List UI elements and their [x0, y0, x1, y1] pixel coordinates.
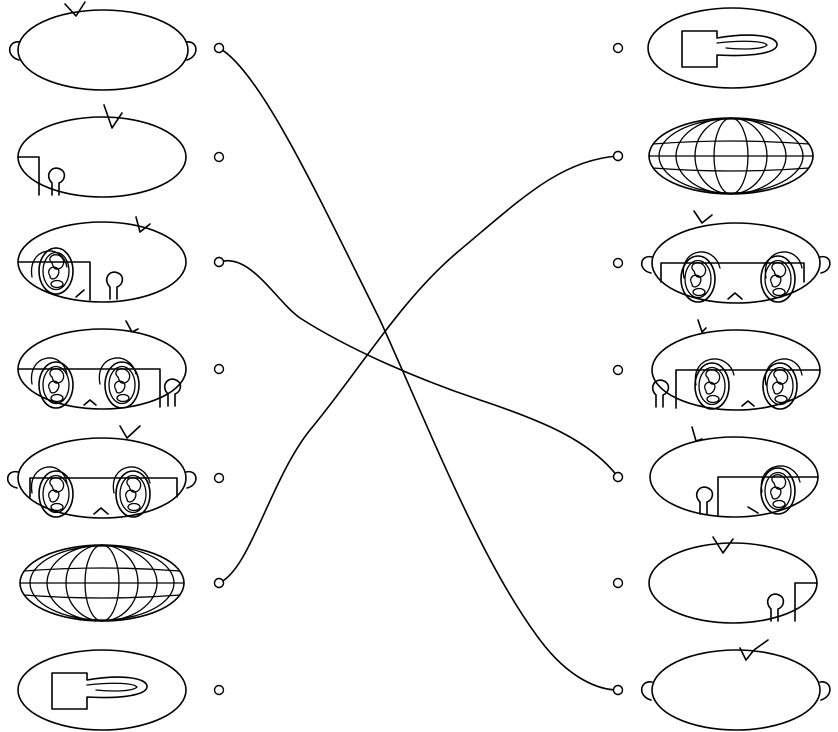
right-item-4 [651, 319, 821, 411]
left-anchor-dot-5[interactable] [213, 472, 225, 484]
oval-face-two-eyes-ears-icon [651, 222, 821, 304]
oval-face-with-ears-icon [17, 9, 189, 91]
left-item-1 [8, 1, 197, 91]
striped-globe-icon [19, 544, 185, 622]
left-anchor-dot-7[interactable] [213, 684, 225, 696]
right-item-1 [647, 7, 817, 89]
right-item-6 [648, 536, 818, 624]
right-item-3 [640, 210, 831, 304]
left-item-3 [17, 216, 187, 303]
right-anchor-dot-4[interactable] [612, 364, 624, 376]
left-item-5 [6, 425, 197, 519]
right-anchor-dot-3[interactable] [612, 257, 624, 269]
right-anchor-dot-6[interactable] [612, 577, 624, 589]
striped-globe-icon [648, 117, 814, 195]
oval-with-p-shape-icon [17, 649, 187, 731]
connection-line-left3-right5 [218, 259, 619, 478]
left-item-2 [17, 104, 187, 198]
connection-line-left6-right2 [218, 155, 619, 584]
right-anchor-dot-5-top[interactable] [612, 471, 624, 483]
right-item-5 [649, 426, 819, 518]
left-anchor-dot-4[interactable] [213, 363, 225, 375]
oval-face-with-ears-icon [651, 649, 821, 731]
left-anchor-dot-2[interactable] [213, 151, 225, 163]
left-item-6 [19, 544, 185, 622]
oval-face-partial-left-icon [648, 542, 818, 624]
oval-with-p-shape-icon [647, 7, 817, 89]
connection-line-left1-right7 [218, 47, 619, 691]
right-anchor-dot-1[interactable] [612, 42, 624, 54]
left-item-4 [17, 320, 187, 410]
left-anchor-dot-1-top[interactable] [213, 42, 225, 54]
oval-face-two-eyes-ears-icon [17, 437, 187, 519]
right-anchor-dot-2-top[interactable] [612, 150, 624, 162]
left-item-7 [17, 649, 187, 731]
left-anchor-dot-3-top[interactable] [213, 256, 225, 268]
right-item-2 [648, 117, 814, 195]
right-item-7 [640, 639, 831, 731]
left-anchor-dot-6-top[interactable] [213, 577, 225, 589]
right-anchor-dot-7-top[interactable] [612, 684, 624, 696]
oval-face-partial-right-icon [17, 116, 187, 198]
